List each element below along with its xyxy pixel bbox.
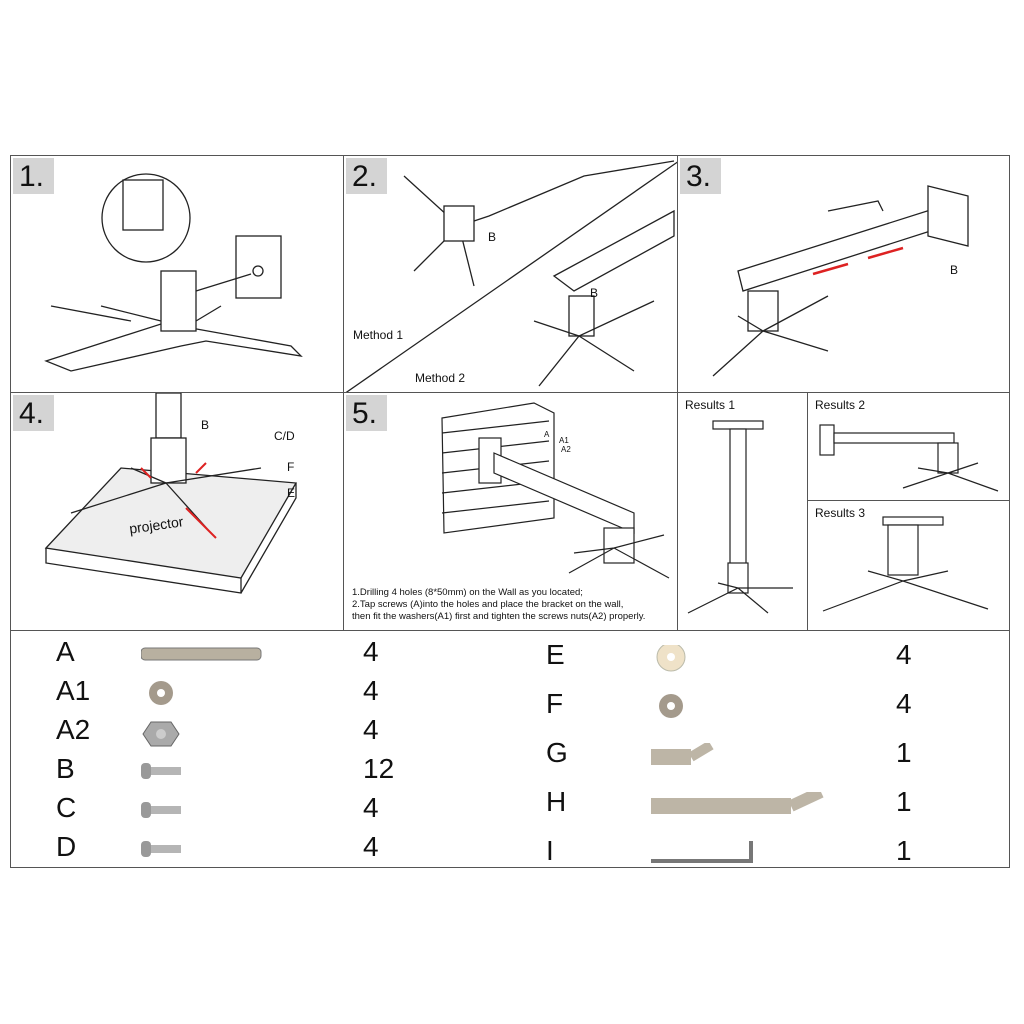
step-number: 1. [13,158,55,194]
part-image [141,759,321,794]
part-quantity: 1 [896,786,912,817]
part-quantity: 4 [363,792,379,823]
part-quantity: 1 [896,737,912,768]
arm-adjust-illustration [712,185,969,377]
hex-nut-icon [142,721,180,747]
part-quantity: 4 [896,688,912,719]
part-image [141,720,321,755]
part-image [141,681,321,716]
part-image [651,694,831,729]
label-c-d: C/D [274,429,295,443]
part-id: E [546,639,565,670]
step-4-panel: 4. B C/D F E projector [10,392,344,631]
short-ceiling-result-illustration [822,516,989,612]
part-quantity: 4 [363,636,379,667]
label-b: B [950,263,959,277]
results-1-label: Results 1 [685,398,736,412]
step-number: 4. [13,395,55,431]
short-bracket-icon [651,740,714,765]
step-5-instructions: 1.Drilling 4 holes (8*50mm) on the Wall … [352,587,646,623]
hex-key-icon [651,841,753,863]
step-5-panel: 5. A A1 A2 1.Drilling 4 holes (8*50mm) o… [343,392,678,631]
part-quantity: 4 [363,831,379,862]
part-id: A1 [56,675,91,706]
part-image [651,841,831,867]
instruction-line: then fit the washers(A1) first and tight… [352,611,646,622]
long-bracket-icon [651,786,824,814]
step-number: 5. [346,395,388,431]
step-number: 3. [680,158,722,194]
results-3-label: Results 3 [815,506,866,520]
part-image [140,642,321,677]
step-number: 2. [346,158,388,194]
step-2-panel: 2. B B Method 1 Method 2 [343,155,678,393]
part-quantity: 4 [363,675,379,706]
ceiling-result-illustration [687,420,793,614]
method-2-label: Method 2 [415,371,466,385]
method-1-label: Method 1 [353,328,404,342]
anchor-bolt-icon [140,647,262,661]
label-a2: A2 [561,445,571,454]
results-2-label: Results 2 [815,398,866,412]
results-1-panel: Results 1 [677,392,808,631]
label-e: E [287,486,296,500]
step-1-panel: 1. [10,155,344,393]
part-id: C [56,792,77,823]
part-id: I [546,835,554,866]
part-id: A2 [56,714,91,745]
wall-result-illustration [819,424,999,492]
screw-icon [141,763,181,779]
part-image [651,740,831,778]
part-id: H [546,786,567,817]
ceiling-plate-illustration [44,173,303,372]
label-b: B [488,230,497,244]
part-image [141,798,321,833]
part-quantity: 4 [896,639,912,670]
part-id: F [546,688,564,719]
spacer-icon [656,642,686,672]
results-3-panel: Results 3 [807,500,1010,631]
label-b: B [590,286,599,300]
label-b: B [201,418,210,432]
label-a: A [544,430,550,439]
screw-icon [141,841,181,857]
part-image [651,786,831,827]
instruction-line: 2.Tap screws (A)into the holes and place… [352,599,624,610]
washer-icon [149,681,173,705]
part-image [651,642,831,680]
part-id: D [56,831,77,862]
projector-mount-illustration [44,393,298,594]
bracket-methods-illustration [345,160,677,392]
wall-mount-illustration [441,402,670,579]
part-id: A [56,636,75,667]
part-quantity: 4 [363,714,379,745]
label-a1: A1 [559,436,569,445]
part-id: B [56,753,75,784]
instruction-line: 1.Drilling 4 holes (8*50mm) on the Wall … [352,587,583,598]
part-quantity: 1 [896,835,912,866]
part-image [141,837,321,867]
label-f: F [287,460,295,474]
part-id: G [546,737,568,768]
part-quantity: 12 [363,753,395,784]
results-2-panel: Results 2 [807,392,1010,501]
washer-icon [659,694,683,718]
step-3-panel: 3. B [677,155,1010,393]
screw-icon [141,802,181,818]
